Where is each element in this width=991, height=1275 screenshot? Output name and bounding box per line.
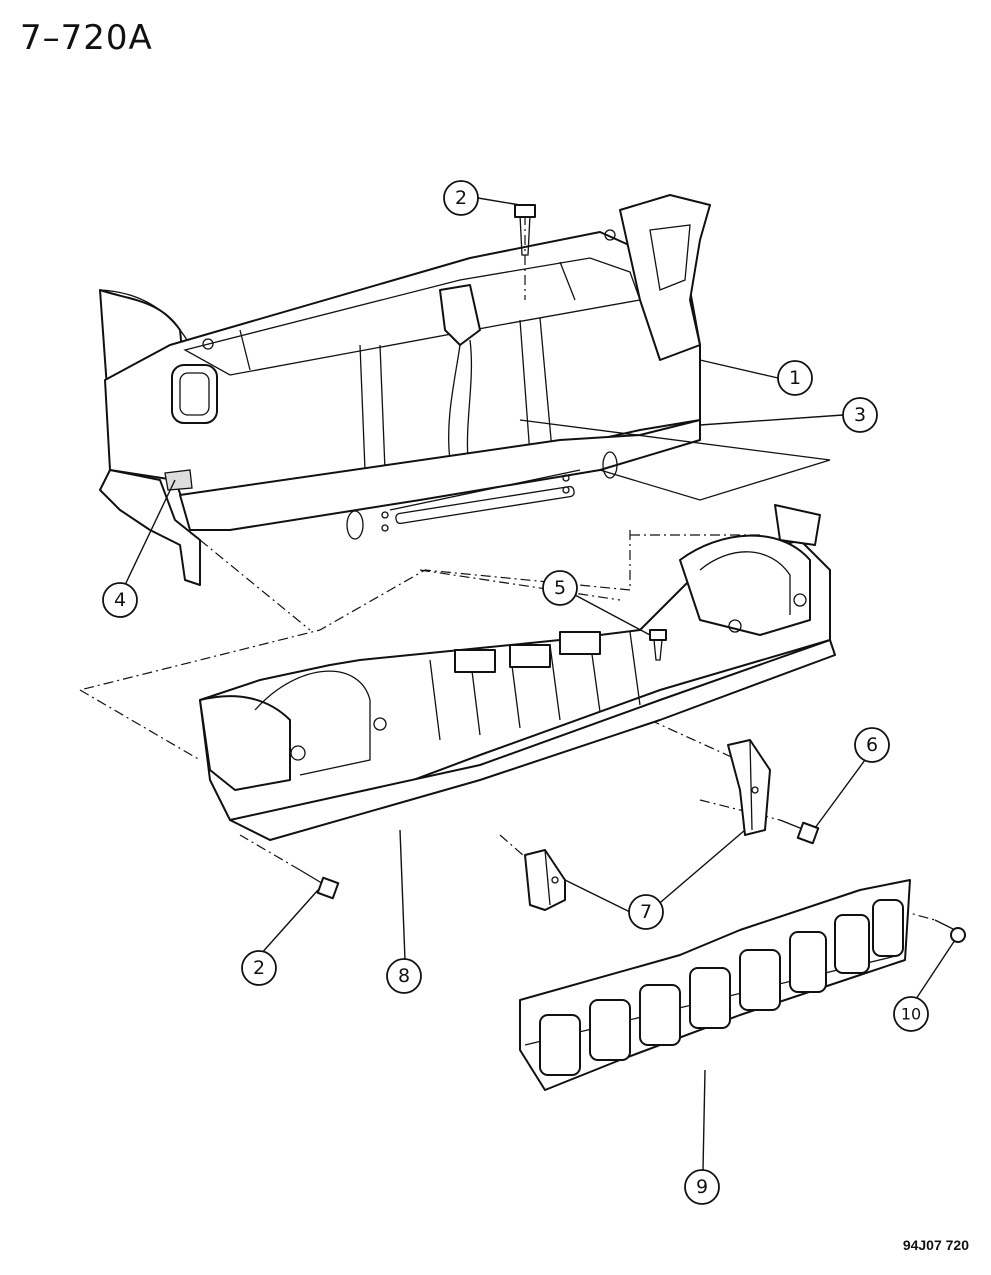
drawing-code: 94J07 720 <box>902 1237 969 1253</box>
grille-opening-reinforcement <box>199 504 836 841</box>
callout-1-label: 1 <box>789 367 801 389</box>
callout-7: 7 <box>628 894 664 930</box>
callout-8: 8 <box>386 958 422 994</box>
callout-6: 6 <box>854 727 890 763</box>
callout-9: 9 <box>684 1169 720 1205</box>
callout-7-label: 7 <box>640 901 652 923</box>
callout-2-bottom: 2 <box>241 950 277 986</box>
callout-10-label: 10 <box>901 1005 921 1024</box>
fasteners <box>299 204 966 943</box>
callout-4-label: 4 <box>114 589 126 611</box>
callout-4: 4 <box>102 582 138 618</box>
callout-5-label: 5 <box>554 577 566 599</box>
page-title: 7–720A <box>20 18 153 58</box>
callout-5: 5 <box>542 570 578 606</box>
callout-3: 3 <box>842 397 878 433</box>
radiator-support-panel <box>99 194 831 586</box>
callout-1: 1 <box>777 360 813 396</box>
grille <box>519 879 911 1091</box>
callout-2-bottom-label: 2 <box>253 957 265 979</box>
callout-10: 10 <box>893 996 929 1032</box>
callout-2-top-label: 2 <box>455 187 467 209</box>
callout-6-label: 6 <box>866 734 878 756</box>
callout-2-top: 2 <box>443 180 479 216</box>
grille-brackets <box>524 739 771 911</box>
callout-8-label: 8 <box>398 965 410 987</box>
callout-3-label: 3 <box>854 404 866 426</box>
leader-lines <box>124 197 956 1171</box>
callout-9-label: 9 <box>696 1176 708 1198</box>
